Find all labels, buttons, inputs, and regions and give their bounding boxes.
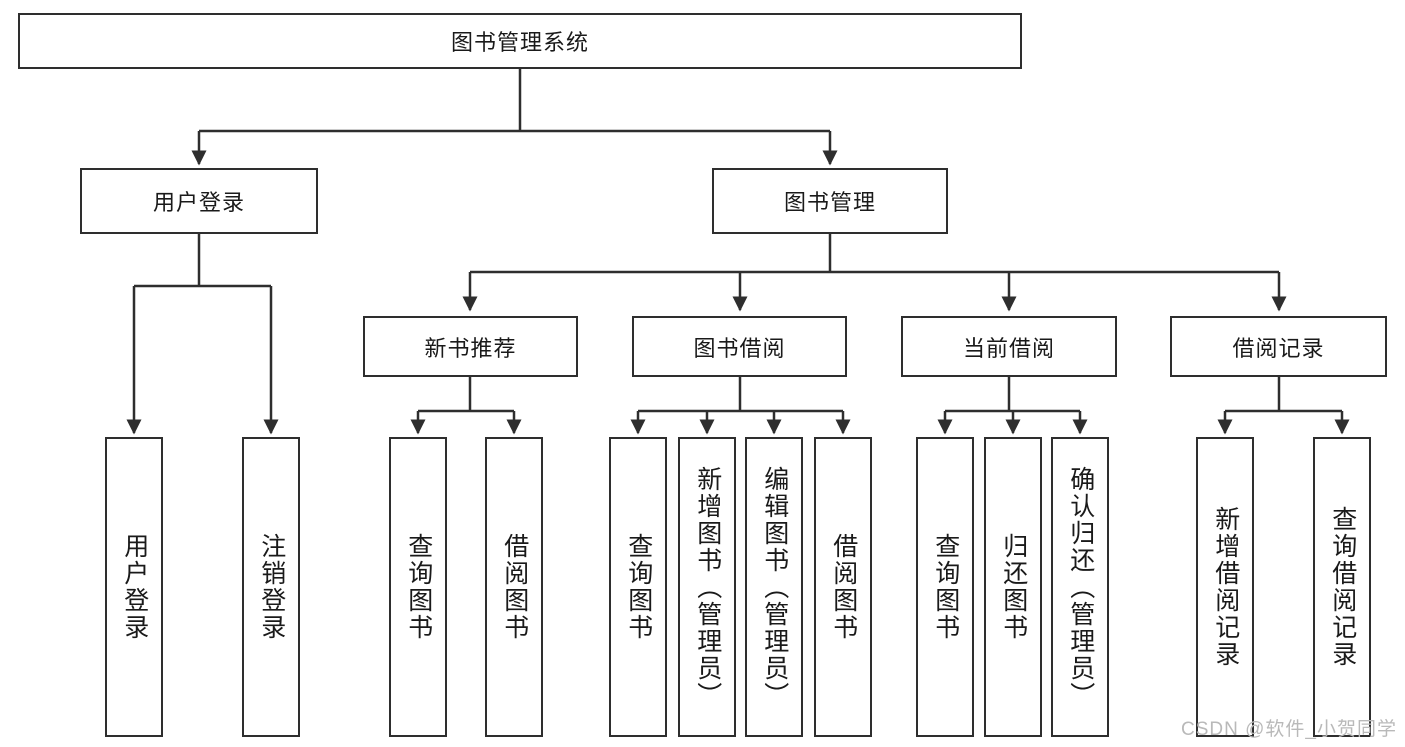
node-current-borrow[interactable]: 当前借阅 — [901, 316, 1117, 377]
leaf-borrow-query-book[interactable]: 查询图书 — [609, 437, 667, 737]
node-book-borrow[interactable]: 图书借阅 — [632, 316, 847, 377]
node-label: 新增图书（管理员） — [693, 465, 722, 709]
leaf-user-logout[interactable]: 注销登录 — [242, 437, 300, 737]
node-book-management[interactable]: 图书管理 — [712, 168, 948, 234]
node-root-system[interactable]: 图书管理系统 — [18, 13, 1022, 69]
node-label: 借阅图书 — [829, 533, 858, 641]
node-label: 图书借阅 — [693, 335, 786, 361]
leaf-borrow-edit-book[interactable]: 编辑图书（管理员） — [745, 437, 803, 737]
node-label: 借阅记录 — [1232, 335, 1325, 361]
node-label: 图书管理 — [783, 190, 876, 215]
node-label: 确认归还（管理员） — [1066, 465, 1095, 709]
node-user-login[interactable]: 用户登录 — [80, 168, 318, 234]
leaf-borrow-borrow-book[interactable]: 借阅图书 — [814, 437, 872, 737]
node-label: 查询图书 — [931, 533, 960, 641]
node-label: 查询图书 — [404, 533, 433, 641]
leaf-record-query[interactable]: 查询借阅记录 — [1313, 437, 1371, 737]
node-label: 查询图书 — [624, 533, 653, 641]
node-label: 用户登录 — [152, 190, 245, 215]
node-borrow-record[interactable]: 借阅记录 — [1170, 316, 1387, 377]
leaf-current-confirm-return[interactable]: 确认归还（管理员） — [1051, 437, 1109, 737]
node-label: 新增借阅记录 — [1211, 506, 1240, 668]
node-label: 归还图书 — [999, 533, 1028, 641]
leaf-current-return-book[interactable]: 归还图书 — [984, 437, 1042, 737]
node-label: 图书管理系统 — [450, 30, 589, 55]
node-label: 新书推荐 — [424, 335, 517, 361]
node-label: 用户登录 — [120, 533, 149, 641]
leaf-recommend-query-book[interactable]: 查询图书 — [389, 437, 447, 737]
node-label: 借阅图书 — [500, 533, 529, 641]
leaf-record-add[interactable]: 新增借阅记录 — [1196, 437, 1254, 737]
node-label: 查询借阅记录 — [1328, 506, 1357, 668]
node-label: 当前借阅 — [962, 335, 1055, 361]
node-label: 编辑图书（管理员） — [760, 465, 789, 709]
node-label: 注销登录 — [257, 533, 286, 641]
leaf-user-login[interactable]: 用户登录 — [105, 437, 163, 737]
leaf-current-query-book[interactable]: 查询图书 — [916, 437, 974, 737]
leaf-borrow-add-book[interactable]: 新增图书（管理员） — [678, 437, 736, 737]
node-new-book-recommend[interactable]: 新书推荐 — [363, 316, 578, 377]
leaf-recommend-borrow-book[interactable]: 借阅图书 — [485, 437, 543, 737]
watermark: CSDN @软件_小贺同学 — [1181, 719, 1397, 740]
